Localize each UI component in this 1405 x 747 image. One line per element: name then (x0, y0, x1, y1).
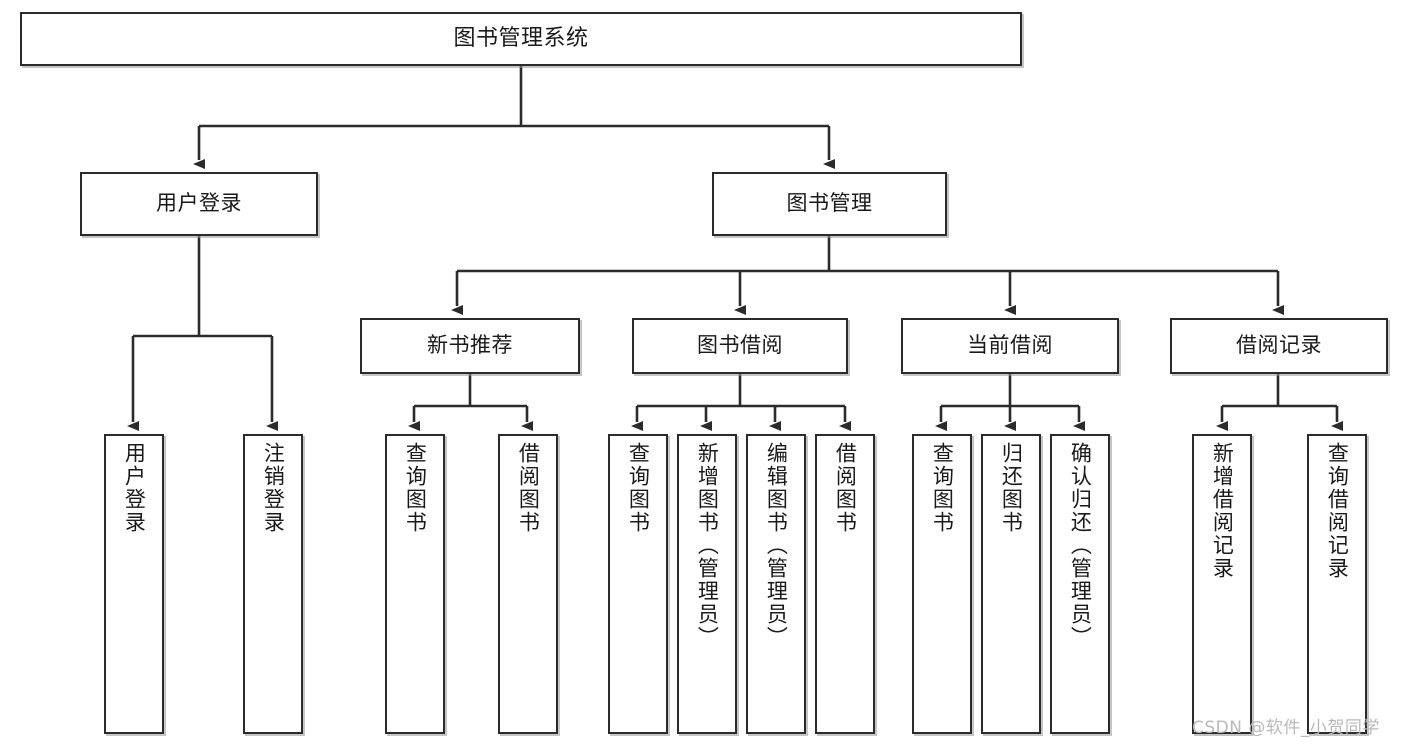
leaf-query-borrowing-record[interactable]: 查询借阅记录 (1307, 434, 1367, 734)
node-root-book-management-system[interactable]: 图书管理系统 (20, 12, 1022, 66)
leaf-query-book-new-recommendation[interactable]: 查询图书 (385, 434, 445, 734)
leaf-borrow-book-new-recommendation[interactable]: 借阅图书 (498, 434, 558, 734)
csdn-watermark: CSDN @软件_小贺同学 (1192, 718, 1380, 738)
node-label: 借阅图书 (516, 442, 541, 534)
node-label: 新书推荐 (427, 333, 513, 358)
node-label: 查询图书 (930, 442, 955, 534)
node-user-login[interactable]: 用户登录 (80, 172, 318, 236)
node-label: 新增图书（管理员） (695, 442, 720, 649)
leaf-return-book[interactable]: 归还图书 (981, 434, 1041, 734)
node-label: 当前借阅 (967, 333, 1053, 358)
node-label: 查询图书 (626, 442, 651, 534)
leaf-add-borrowing-record[interactable]: 新增借阅记录 (1192, 434, 1252, 734)
leaf-logout-login[interactable]: 注销登录 (243, 434, 303, 734)
node-book-management[interactable]: 图书管理 (712, 172, 947, 236)
node-label: 查询借阅记录 (1325, 442, 1350, 580)
leaf-query-book-borrowing[interactable]: 查询图书 (608, 434, 668, 734)
leaf-query-book-current[interactable]: 查询图书 (912, 434, 972, 734)
node-label: 借阅记录 (1236, 333, 1322, 358)
node-label: 查询图书 (403, 442, 428, 534)
leaf-user-login[interactable]: 用户登录 (104, 434, 164, 734)
node-label: 用户登录 (156, 191, 242, 216)
node-book-borrowing[interactable]: 图书借阅 (632, 318, 848, 374)
node-label: 图书管理 (786, 191, 873, 216)
node-label: 借阅图书 (833, 442, 858, 534)
node-label: 注销登录 (261, 442, 286, 534)
node-label: 新增借阅记录 (1210, 442, 1235, 580)
node-new-book-recommendation[interactable]: 新书推荐 (360, 318, 580, 374)
node-label: 编辑图书（管理员） (764, 442, 789, 649)
node-borrowing-record[interactable]: 借阅记录 (1170, 318, 1388, 374)
leaf-edit-book-admin[interactable]: 编辑图书（管理员） (746, 434, 806, 734)
node-label: 确认归还（管理员） (1068, 442, 1093, 649)
node-current-borrowing[interactable]: 当前借阅 (901, 318, 1119, 374)
leaf-add-book-admin[interactable]: 新增图书（管理员） (677, 434, 737, 734)
node-label: 图书借阅 (697, 333, 783, 358)
node-label: 归还图书 (999, 442, 1024, 534)
leaf-borrow-book-borrowing[interactable]: 借阅图书 (815, 434, 875, 734)
node-label: 图书管理系统 (453, 25, 589, 51)
node-label: 用户登录 (122, 442, 147, 534)
leaf-confirm-return-admin[interactable]: 确认归还（管理员） (1050, 434, 1110, 734)
